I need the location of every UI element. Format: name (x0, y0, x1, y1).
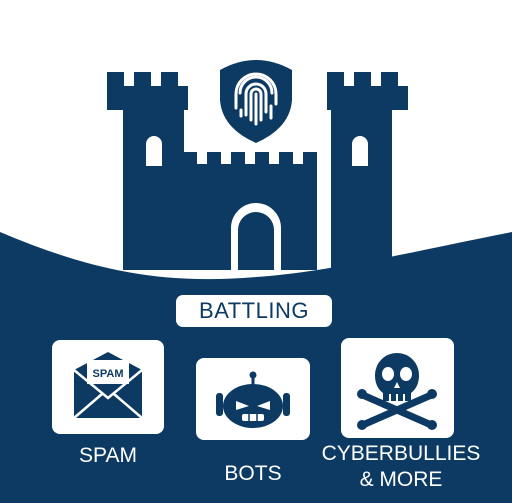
bot-icon (196, 358, 310, 440)
skull-crossbones-icon (341, 338, 454, 438)
cyberbullies-caption-line1: CYBERBULLIES (321, 442, 481, 465)
battling-label: BATTLING (199, 298, 309, 323)
cyberbullies-caption: CYBERBULLIES & MORE (320, 441, 482, 493)
spam-caption: SPAM (79, 444, 137, 467)
bots-caption: BOTS (224, 462, 282, 485)
battling-banner: BATTLING (176, 295, 332, 327)
spam-envelope-icon: SPAM (52, 340, 164, 434)
right-tower-window (352, 136, 368, 166)
left-tower-window (146, 136, 162, 166)
envelope-spam-text: SPAM (93, 368, 124, 380)
fingerprint-shield-icon (220, 60, 292, 143)
cyberbullies-caption-line2: & MORE (359, 468, 443, 491)
